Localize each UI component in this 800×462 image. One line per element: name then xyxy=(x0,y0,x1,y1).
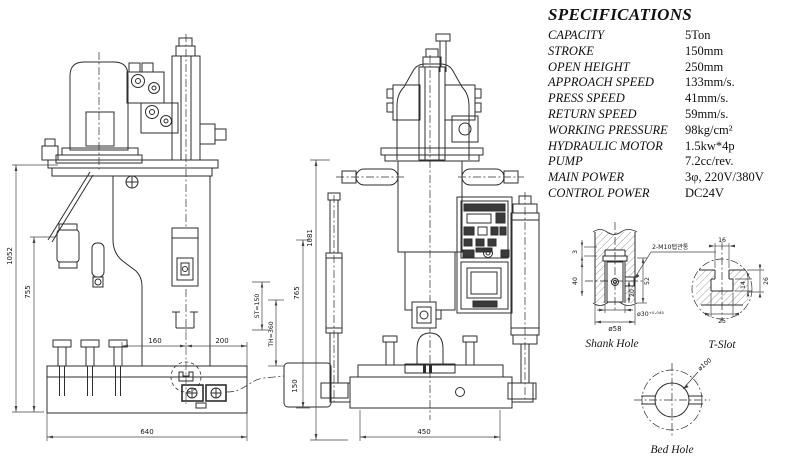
spec-value: 150mm xyxy=(685,43,724,58)
dim-label-200: 200 xyxy=(215,337,228,345)
rear-valve-box xyxy=(283,362,332,408)
shank-hole-title: Shank Hole xyxy=(585,338,638,350)
bed-hole-title: Bed Hole xyxy=(650,444,693,456)
spec-value: 250mm xyxy=(685,59,724,74)
spec-label: HYDRAULIC MOTOR xyxy=(548,138,663,153)
spec-value: 41mm/s. xyxy=(685,91,729,106)
spec-value: DC24V xyxy=(685,185,724,200)
dim-label-stroke: ST=150 xyxy=(254,294,261,319)
spec-label: WORKING PRESSURE xyxy=(548,122,668,137)
dimension-lines xyxy=(12,159,501,441)
dim-label-26: 26 xyxy=(763,277,770,285)
dim-label-25: 25 xyxy=(718,318,726,325)
dim-label-40: 40 xyxy=(572,277,579,285)
spec-label: APPROACH SPEED xyxy=(548,75,654,90)
dim-label-640: 640 xyxy=(140,428,153,436)
dim-label-o100: ø100 xyxy=(697,357,713,372)
dim-label-bore: ø30⁺⁰·⁰⁴⁵ xyxy=(637,311,664,318)
dim-label-14: 14 xyxy=(740,281,747,289)
dim-label-3: 3 xyxy=(572,250,579,254)
spec-label: PRESS SPEED xyxy=(548,91,625,106)
control-panel xyxy=(456,196,513,314)
spec-row-press-speed: PRESS SPEED 41mm/s. xyxy=(548,91,796,107)
spec-row-approach-speed: APPROACH SPEED 133mm/s. xyxy=(548,75,796,91)
dim-label-o58: ø58 xyxy=(608,325,621,333)
drawing-labels: 1052 755 640 160 200 ST=150 TH=360 150 7… xyxy=(6,229,770,456)
spec-label: PUMP xyxy=(548,154,583,169)
dim-label-1052: 1052 xyxy=(6,247,14,265)
dim-label-160: 160 xyxy=(148,337,161,345)
spec-value: 1.5kw*4p xyxy=(685,138,735,153)
spec-value: 3φ, 220V/380V xyxy=(685,170,764,185)
dim-label-765: 765 xyxy=(293,286,301,299)
spec-value: 98kg/cm² xyxy=(685,122,733,137)
spec-label: STROKE xyxy=(548,43,594,58)
front-view-drawing xyxy=(320,33,540,420)
spec-row-pump: PUMP 7.2cc/rev. xyxy=(548,154,796,170)
spec-value: 5Ton xyxy=(685,28,711,42)
spec-label: MAIN POWER xyxy=(548,170,625,185)
spec-row-capacity: CAPACITY 5Ton xyxy=(548,28,796,44)
dim-label-755: 755 xyxy=(24,285,32,298)
shank-hole-detail xyxy=(580,222,716,325)
spec-row-working-pressure: WORKING PRESSURE 98kg/cm² xyxy=(548,123,796,139)
spec-label: OPEN HEIGHT xyxy=(548,59,630,74)
dim-label-450: 450 xyxy=(417,428,430,436)
spec-value: 59mm/s. xyxy=(685,106,729,121)
spec-value: 133mm/s. xyxy=(685,75,735,90)
specifications-title: SPECIFICATIONS xyxy=(548,5,693,24)
bed-hole-detail xyxy=(634,363,710,437)
dim-label-52: 52 xyxy=(644,277,651,285)
spec-row-main-power: MAIN POWER 3φ, 220V/380V xyxy=(548,170,796,186)
dim-label-20: 20 xyxy=(629,289,636,297)
spec-value: 7.2cc/rev. xyxy=(685,154,734,169)
t-slot-title: T-Slot xyxy=(708,339,736,351)
specifications-panel: SPECIFICATIONS CAPACITY 5Ton STROKE 150m… xyxy=(548,5,796,202)
dim-label-16: 16 xyxy=(718,237,726,244)
shank-hole-dimensions xyxy=(580,240,716,325)
spec-row-hydraulic-motor: HYDRAULIC MOTOR 1.5kw*4p xyxy=(548,139,796,155)
spec-label: CAPACITY xyxy=(548,28,605,42)
spec-row-control-power: CONTROL POWER DC24V xyxy=(548,186,796,202)
dim-label-box-150: 150 xyxy=(291,379,299,392)
t-slot-dimensions xyxy=(705,243,764,317)
table-clamp-bolts xyxy=(52,339,128,396)
spec-label: CONTROL POWER xyxy=(548,185,650,200)
t-slot-detail xyxy=(691,242,764,322)
dim-label-1081: 1081 xyxy=(306,229,314,247)
spec-row-open-height: OPEN HEIGHT 250mm xyxy=(548,60,796,76)
spec-label: RETURN SPEED xyxy=(548,106,637,121)
spec-row-return-speed: RETURN SPEED 59mm/s. xyxy=(548,107,796,123)
side-view-drawing xyxy=(41,34,332,414)
shank-hole-note: 2-M10탭관통 xyxy=(652,243,689,251)
dim-label-daylight: TH=360 xyxy=(268,321,275,347)
spec-row-stroke: STROKE 150mm xyxy=(548,44,796,60)
